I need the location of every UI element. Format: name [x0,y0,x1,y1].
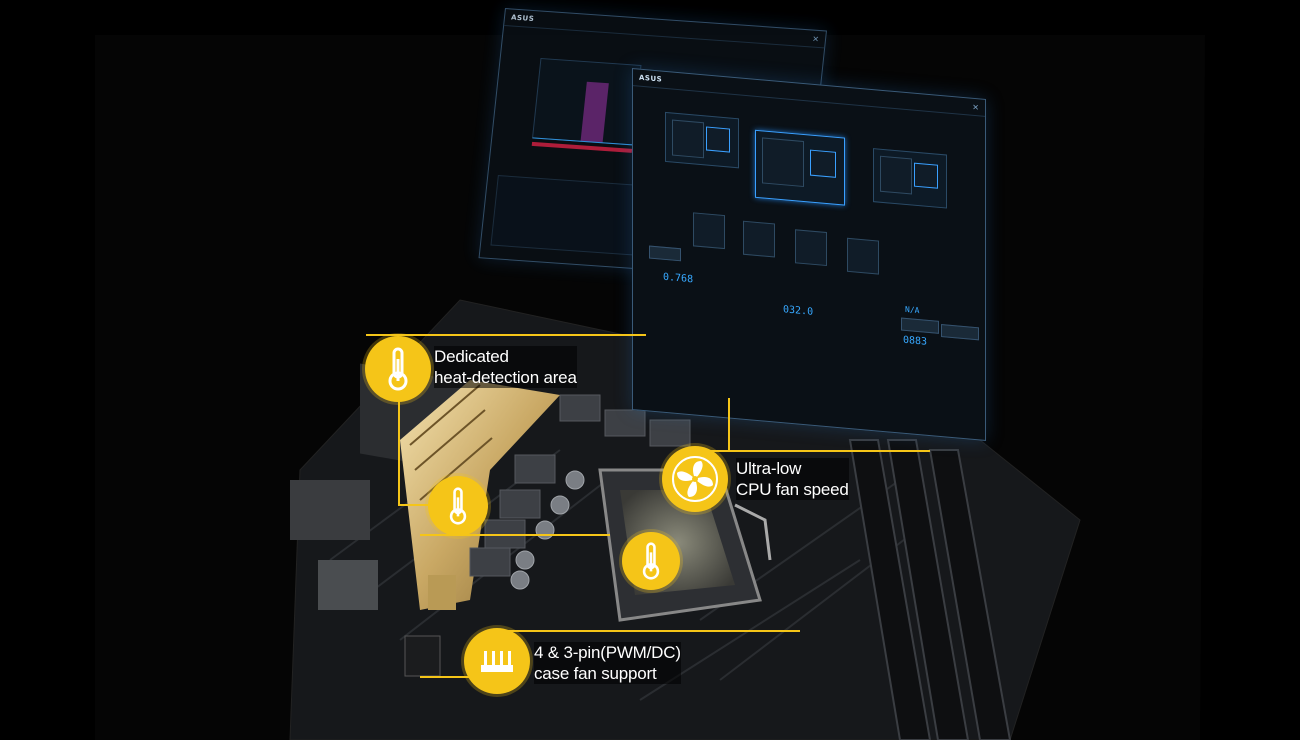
dimm-slot [928,449,1012,740]
fan-mode-turbo[interactable] [795,229,827,267]
callout-case-fan-support: 4 & 3-pin(PWM/DC) case fan support [534,642,681,684]
thermometer-badge [428,476,488,536]
close-icon[interactable]: ✕ [972,102,979,112]
status-value: 0.768 [663,271,694,286]
callout-heat-detection: Dedicated heat-detection area [434,346,577,388]
close-icon[interactable]: ✕ [811,34,820,44]
sensor-value: N/A [905,304,920,316]
thermometer-icon [388,347,408,391]
mode-card-1[interactable] [665,111,739,169]
fan-mode-standard[interactable] [743,220,775,258]
asus-logo: ASUS [510,13,535,24]
thermometer-badge [365,336,431,402]
settings-button[interactable] [901,317,939,334]
callout-line [366,334,646,336]
thermometer-icon [642,542,660,580]
fan-mode-full-speed[interactable] [847,237,879,275]
callout-line1: Dedicated [434,347,509,366]
callout-line [398,504,430,506]
callout-line2: case fan support [534,664,657,683]
callout-line2: heat-detection area [434,368,577,387]
thermometer-badge [622,532,680,590]
mode-card-2[interactable] [755,129,845,206]
fan-xpert-window: ASUS ✕ 0.768 032.0 0883 N/A [632,68,986,441]
callout-line [420,534,610,536]
question-icon [706,126,730,153]
callout-line [420,676,470,678]
case-fan-header [404,635,441,677]
asus-logo: ASUS [639,73,663,84]
fan-header-badge [464,628,530,694]
thermometer-icon [449,487,467,525]
callout-line [728,398,730,450]
chip-icon [810,149,836,178]
dimm-slot [848,439,932,740]
fan-badge [662,446,728,512]
fan-mode-silent[interactable] [693,212,725,250]
mode-card-3[interactable] [873,148,947,209]
chart-icon [672,119,704,159]
question-icon [914,162,938,189]
callout-line2: CPU fan speed [736,480,849,499]
reset-button[interactable] [941,324,979,341]
callout-line1: 4 & 3-pin(PWM/DC) [534,643,681,662]
callout-line [398,395,400,505]
callout-line [690,450,930,452]
status-value: 0883 [903,334,928,348]
chart-icon [762,137,804,188]
chart-icon [880,155,912,195]
status-value: 032.0 [783,304,814,318]
fan-header-icon [481,651,513,672]
callout-line [490,630,800,632]
callout-cpu-fan-speed: Ultra-low CPU fan speed [736,458,849,500]
fan-icon [672,456,718,502]
dimm-slot [886,439,970,740]
callout-line1: Ultra-low [736,459,802,478]
apply-button[interactable] [649,245,681,262]
